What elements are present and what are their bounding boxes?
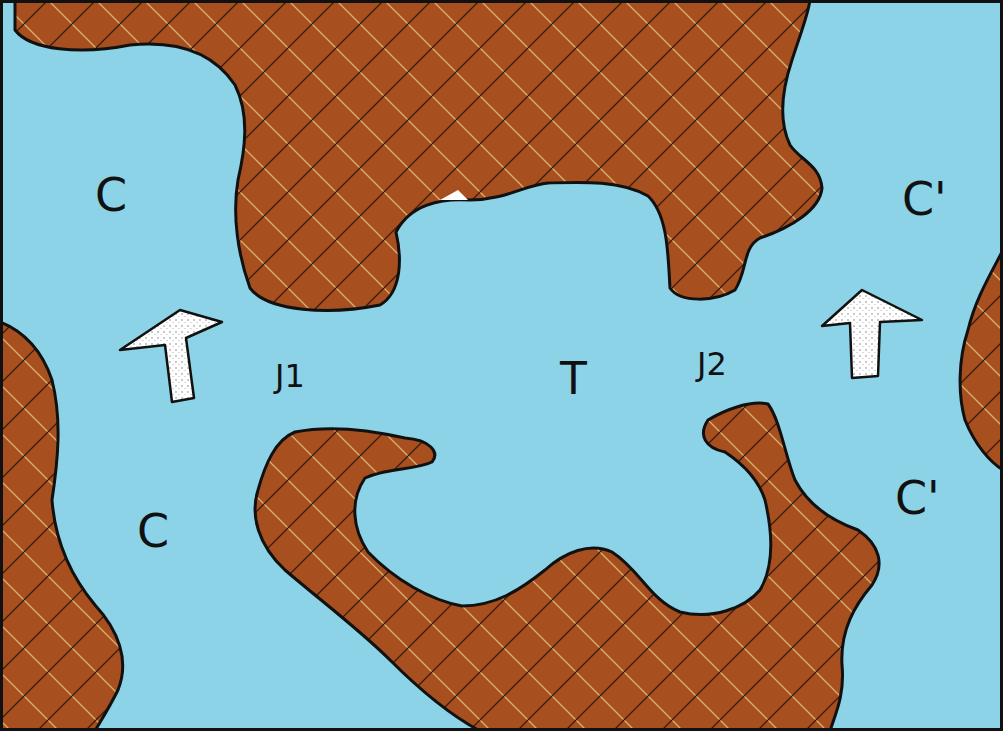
region-label: J2: [697, 348, 727, 380]
flow-arrow: [822, 290, 922, 378]
flow-arrow: [120, 310, 222, 402]
grain: [960, 250, 1003, 470]
grain: [255, 403, 879, 731]
grain: [15, 0, 822, 310]
region-label: C': [895, 475, 940, 521]
region-label: C': [902, 176, 947, 222]
region-label: T: [560, 357, 587, 401]
region-label: C: [137, 508, 169, 554]
region-label: J1: [275, 360, 305, 392]
void: [440, 190, 468, 200]
grain: [0, 322, 123, 731]
region-label: C: [95, 172, 127, 218]
